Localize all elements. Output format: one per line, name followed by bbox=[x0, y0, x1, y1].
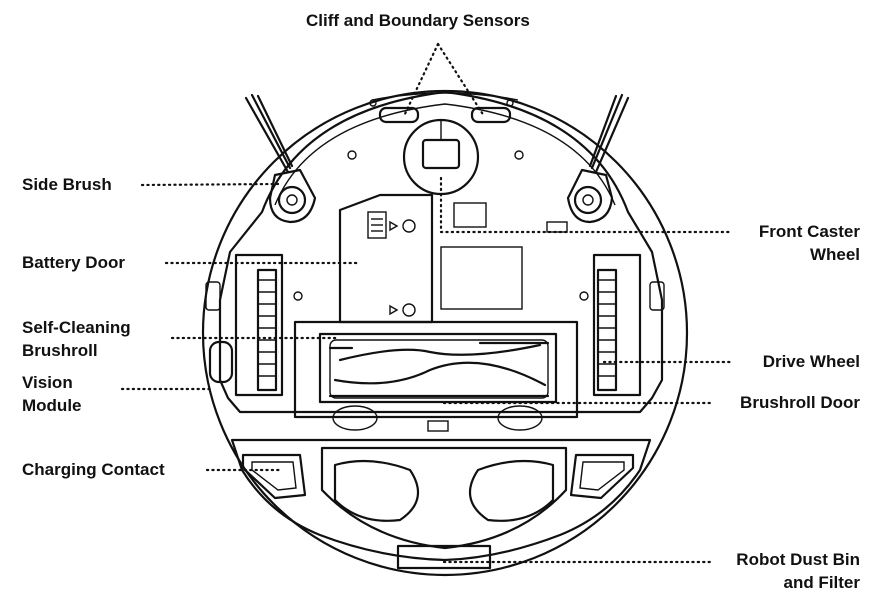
side-brush-right bbox=[566, 93, 630, 224]
label-battery-door: Battery Door bbox=[22, 253, 125, 272]
label-self-cleaning-line2: Brushroll bbox=[22, 341, 98, 360]
cliff-sensor-right bbox=[470, 106, 512, 124]
self-cleaning-brushroll bbox=[328, 339, 550, 399]
label-cliff-boundary-sensors: Cliff and Boundary Sensors bbox=[306, 11, 530, 30]
brushroll-door bbox=[293, 320, 579, 419]
front-bumper-line bbox=[371, 92, 519, 101]
label-dust-bin-line1: Robot Dust Bin bbox=[736, 550, 860, 569]
center-plate bbox=[440, 246, 523, 310]
label-brushroll-door: Brushroll Door bbox=[740, 393, 860, 412]
leader-lines bbox=[120, 42, 734, 564]
label-vision-line2: Module bbox=[22, 396, 82, 415]
label-dust-bin-line2: and Filter bbox=[783, 573, 860, 592]
label-side-brush: Side Brush bbox=[22, 175, 112, 194]
label-self-cleaning-line1: Self-Cleaning bbox=[22, 318, 131, 337]
drive-wheel-right bbox=[592, 253, 642, 397]
vision-module bbox=[208, 340, 234, 384]
robot-dust-bin bbox=[230, 438, 652, 570]
cliff-sensor-left bbox=[378, 106, 420, 124]
label-front-caster-line2: Wheel bbox=[809, 245, 860, 264]
label-vision-line1: Vision bbox=[22, 373, 73, 392]
battery-door bbox=[338, 193, 434, 324]
drive-wheel-left bbox=[234, 253, 284, 397]
front-caster-wheel bbox=[421, 138, 461, 170]
charging-contact-right bbox=[569, 453, 635, 500]
label-charging-contact: Charging Contact bbox=[22, 460, 165, 479]
side-brush-left bbox=[244, 93, 317, 224]
chassis-inner-rim bbox=[274, 103, 616, 206]
chassis-outline bbox=[218, 90, 664, 414]
label-drive-wheel: Drive Wheel bbox=[762, 352, 860, 371]
label-front-caster-line1: Front Caster bbox=[758, 222, 860, 241]
charging-contact-left bbox=[241, 453, 307, 500]
